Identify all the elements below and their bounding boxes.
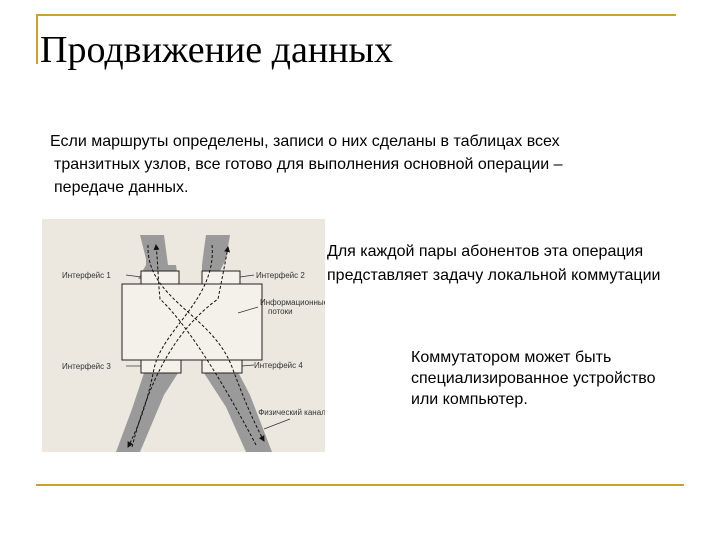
iface2-leader (239, 274, 255, 278)
note1-line: Для каждой пары абонентов эта операция (327, 243, 644, 260)
intro-paragraph: Если маршруты определены, записи о них с… (50, 130, 670, 199)
top-rule (36, 14, 676, 16)
flow-3-to-2 (131, 246, 231, 448)
flows-leader (237, 306, 259, 314)
note-switch-device: Коммутатором может быть специализированн… (411, 347, 655, 410)
iface1-leader (125, 274, 142, 278)
interface-box-1 (140, 270, 180, 285)
channel-2 (202, 235, 230, 279)
note2-line: специализированное устройство (411, 370, 656, 387)
note1-line: представляет задачу локальной коммутации (327, 267, 661, 284)
switching-diagram: Интерфейс 1 Интерфейс 2 Интерфейс 3 Инте… (42, 219, 325, 452)
flow-2-to-3 (127, 244, 213, 448)
slide-title: Продвижение данных (40, 29, 394, 71)
interface-4-label: Интерфейс 4 (254, 361, 303, 370)
note2-line: Коммутатором может быть (411, 349, 612, 366)
paragraph-line: транзитных узлов, все готово для выполне… (54, 156, 563, 173)
paragraph-line: Если маршруты определены, записи о них с… (50, 133, 560, 150)
bottom-rule (36, 484, 684, 486)
channel-leader (263, 418, 291, 430)
channel-3 (116, 370, 180, 452)
flows-label-line1: Информационные (260, 298, 325, 307)
flow-1-to-4 (147, 244, 265, 442)
left-rule (36, 14, 38, 64)
interface-3-label: Интерфейс 3 (62, 362, 111, 371)
flows-label-line2: потоки (268, 307, 293, 316)
interface-1-label: Интерфейс 1 (62, 271, 111, 280)
iface4-leader (241, 364, 255, 367)
channel-label: Физический канал (258, 408, 325, 417)
note2-line: или компьютер. (411, 391, 528, 408)
interface-2-label: Интерфейс 2 (256, 271, 305, 280)
flow-4-to-1 (153, 244, 257, 446)
paragraph-line: передаче данных. (54, 179, 189, 196)
channel-4 (202, 370, 272, 452)
note-local-switching: Для каждой пары абонентов эта операция п… (327, 240, 660, 288)
